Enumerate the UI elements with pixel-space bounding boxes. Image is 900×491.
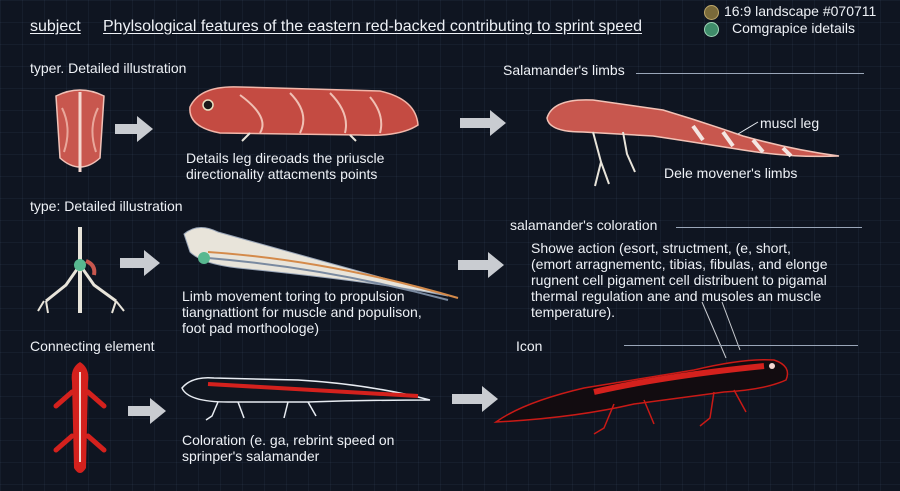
row1-right-annotation: muscl leg bbox=[760, 115, 820, 131]
meta-line-1: 16:9 landscape #070711 bbox=[724, 3, 877, 19]
row2-mid-caption-3: foot pad morthoologe) bbox=[182, 320, 319, 336]
row1-mid-caption-2: directionality attacments points bbox=[186, 166, 378, 182]
muscle-leg-pointer bbox=[737, 121, 759, 135]
row1-right-label: Salamander's limbs bbox=[503, 62, 625, 78]
page-title: Phylsological features of the eastern re… bbox=[103, 18, 642, 35]
row1-arrow-1 bbox=[115, 116, 153, 142]
row2-right-text-3: rugnent cell pigament cell distribuent t… bbox=[531, 272, 827, 288]
row2-mid-caption-2: tiangnattiont for muscle and populison, bbox=[182, 304, 422, 320]
compass-icon bbox=[704, 22, 719, 37]
row1-left-label: typer. Detailed illustration bbox=[30, 60, 187, 76]
row3-mid-caption-1: Coloration (e. ga, rebrint speed on bbox=[182, 432, 395, 448]
row3-right-label: Icon bbox=[516, 338, 543, 354]
row3-arrow-2 bbox=[452, 386, 498, 412]
subject-label: subject bbox=[30, 18, 81, 35]
skeleton-illustration bbox=[37, 227, 125, 314]
row2-arrow-1 bbox=[120, 250, 160, 276]
row2-right-text-2: (emort arragnementc, tibias, fibulas, an… bbox=[531, 256, 828, 272]
row1-mid-caption-1: Details leg direoads the priuscle bbox=[186, 150, 385, 166]
salamander-limbs-illustration bbox=[546, 99, 840, 187]
row2-right-label: salamander's coloration bbox=[510, 217, 658, 233]
row2-left-label: type: Detailed illustration bbox=[30, 198, 183, 214]
settings-dot-icon bbox=[704, 5, 719, 20]
muscle-block-illustration bbox=[55, 89, 105, 172]
limb-bone-illustration bbox=[183, 227, 459, 301]
row2-right-text-1: Showe action (esort, structment, (e, sho… bbox=[531, 240, 791, 256]
row1-arrow-2 bbox=[460, 110, 506, 136]
row2-right-text-5: temperature). bbox=[531, 304, 616, 320]
salamander-side-outline-illustration bbox=[181, 376, 431, 421]
row2-arrow-2 bbox=[458, 252, 504, 278]
row3-left-label: Connecting element bbox=[30, 338, 155, 354]
salamander-icon-outline bbox=[493, 358, 789, 435]
row1-right-rule bbox=[636, 73, 864, 74]
row3-right-rule bbox=[624, 345, 858, 346]
meta-line-2: Comgrapice idetails bbox=[732, 20, 855, 36]
coloration-pointer-lines bbox=[701, 301, 741, 359]
red-back-topview-illustration bbox=[53, 362, 107, 473]
row1-right-caption: Dele movener's limbs bbox=[664, 165, 798, 181]
row2-right-rule bbox=[676, 227, 862, 228]
row3-mid-caption-2: sprinper's salamander bbox=[182, 448, 320, 464]
row2-mid-caption-1: Limb movement toring to propulsion bbox=[182, 288, 405, 304]
row3-arrow-1 bbox=[128, 398, 166, 424]
row2-right-text-4: thermal regulation ane and musoles an mu… bbox=[531, 288, 822, 304]
salamander-musculature-illustration bbox=[189, 86, 419, 142]
